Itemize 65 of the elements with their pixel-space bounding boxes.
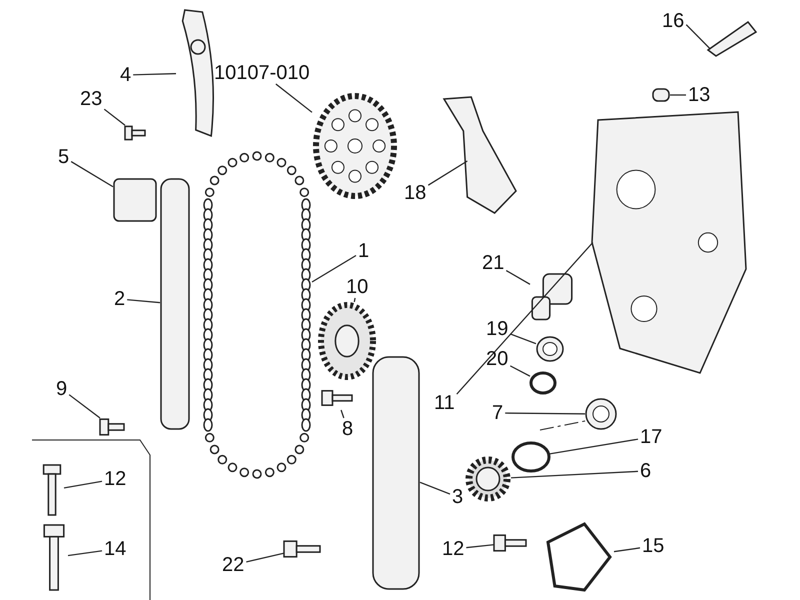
callout-number: 21 (480, 252, 506, 274)
callout-number: 16 (660, 10, 686, 32)
callout-number: 12 (440, 538, 466, 560)
leader-line (340, 410, 344, 418)
callout-number: 7 (490, 402, 506, 424)
chain-guide-drawing (372, 356, 420, 590)
callout-number: 6 (638, 460, 654, 482)
leader-line (68, 394, 100, 418)
leader-line (428, 160, 468, 186)
chain-guide-drawing (160, 178, 190, 430)
bolt-drawing (40, 465, 64, 515)
callout-number: 14 (102, 538, 128, 560)
callout-number: 15 (640, 535, 666, 557)
seal-drawing (536, 336, 564, 362)
ring-drawing (512, 442, 550, 472)
o-ring-drawing (530, 372, 556, 394)
leader-line (466, 544, 494, 548)
callout-number: 2 (112, 288, 128, 310)
leader-line (276, 84, 312, 113)
leader-line (550, 438, 638, 454)
leader-line (127, 299, 160, 304)
leader-line (505, 412, 585, 414)
callout-number: 13 (686, 84, 712, 106)
gear-drawing (465, 456, 511, 502)
lever-drawing (440, 95, 518, 215)
callout-number: 23 (78, 88, 104, 110)
leader-line (312, 255, 356, 282)
leader-line (64, 480, 102, 488)
callout-number: 18 (402, 182, 428, 204)
seal-drawing (585, 398, 617, 430)
callout-number: 3 (450, 486, 466, 508)
valve-drawing (530, 272, 574, 322)
chain-drawing (202, 150, 312, 480)
callout-number: 22 (220, 554, 246, 576)
callout-number: 17 (638, 426, 664, 448)
callout-number: 20 (484, 348, 510, 370)
pin-drawing (652, 88, 670, 102)
pulley-drawing (318, 302, 376, 380)
callout-number: 5 (56, 146, 72, 168)
callout-number: 1 (356, 240, 372, 262)
callout-number: 11 (432, 392, 457, 414)
leader-line (506, 270, 530, 285)
callout-number: 10107-010 (212, 62, 312, 84)
leader-line (614, 547, 640, 552)
leader-line (686, 24, 711, 50)
leader-line (510, 470, 638, 478)
callout-number: 10 (344, 276, 370, 298)
tensioner-drawing (113, 178, 157, 222)
leader-line (420, 482, 450, 495)
callout-number: 19 (484, 318, 510, 340)
callout-number: 8 (340, 418, 356, 440)
leader-line (133, 73, 176, 76)
leader-line (68, 550, 102, 556)
leader-line (246, 552, 284, 563)
callout-number: 4 (118, 64, 134, 86)
callout-number: 12 (102, 468, 128, 490)
leader-line (510, 333, 536, 344)
leader-line (510, 365, 530, 377)
leader-line (104, 108, 126, 126)
leader-line (670, 94, 686, 96)
sprocket-drawing (312, 92, 398, 200)
leader-line (456, 242, 594, 395)
callout-number: 9 (54, 378, 70, 400)
leader-line (354, 298, 356, 302)
leader-line (70, 161, 114, 188)
